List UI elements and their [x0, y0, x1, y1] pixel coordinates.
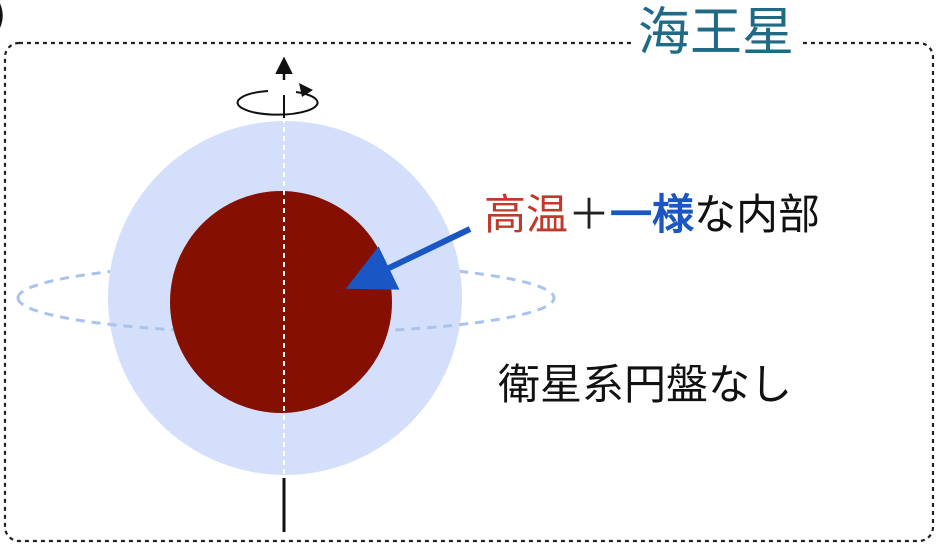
pointer-arrow-icon [345, 226, 472, 290]
interior-suffix-text: な内部 [694, 190, 821, 239]
planet-core [170, 191, 392, 413]
leading-parenthesis: ) [0, 0, 6, 36]
planet-title: 海王星 [632, 7, 801, 59]
interior-label: 高温＋一様な内部 [484, 194, 820, 236]
satellite-disk-label: 衛星系円盤なし [498, 360, 793, 409]
plus-sign: ＋ [568, 190, 611, 239]
dotted-frame [3, 41, 935, 543]
rotation-arrow-icon [236, 83, 319, 116]
uniform-text: 一様 [610, 190, 695, 239]
hot-text: 高温 [484, 190, 569, 239]
